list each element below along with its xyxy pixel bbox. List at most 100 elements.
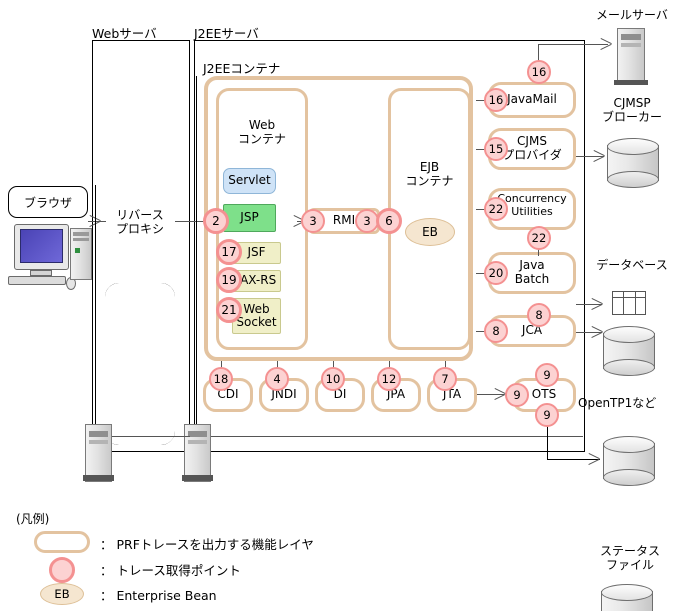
- trace-point-ots-bottom[interactable]: 9: [535, 403, 559, 427]
- mail-server-base: [614, 80, 648, 85]
- database-table-glyph: [612, 291, 646, 315]
- j2ee-server-tower-slot2: [188, 440, 207, 444]
- browser-tower-led: [75, 248, 80, 253]
- stub-jta: [445, 361, 447, 371]
- trace-point-cjms-left[interactable]: 15: [484, 137, 508, 161]
- arrow-to-cjmsp-broker: [594, 150, 605, 162]
- database-table-linerow: [612, 297, 646, 298]
- trace-point-web-socket[interactable]: 21: [216, 297, 242, 323]
- label-j2ee-container: J2EEコンテナ: [203, 61, 281, 76]
- web-server-tower-slot: [89, 431, 108, 437]
- line-jca-to-opentp1: [576, 332, 602, 334]
- line-web-server-backbone: [95, 185, 97, 435]
- trace-point-rmi-left[interactable]: 3: [301, 209, 325, 233]
- mail-server-slot2: [621, 43, 641, 47]
- trace-point-jca-left[interactable]: 8: [484, 319, 508, 343]
- trace-point-jsf[interactable]: 17: [216, 239, 242, 265]
- label-j2ee-server: J2EEサーバ: [194, 26, 259, 41]
- service-di-label: DI: [333, 387, 347, 401]
- service-jta-label: JTA: [442, 387, 462, 401]
- line-cjms-to-broker: [576, 156, 604, 158]
- line-j2ee-server-backbone: [196, 76, 198, 435]
- browser-tower-slot2: [73, 238, 89, 241]
- rmi-label: RMI: [332, 213, 356, 227]
- mail-server-slot: [621, 34, 641, 40]
- enterprise-bean: EB: [405, 218, 455, 246]
- browser-callout: ブラウザ: [8, 186, 88, 218]
- trace-point-jndi[interactable]: 4: [265, 367, 289, 391]
- trace-point-ots-left[interactable]: 9: [505, 383, 529, 407]
- stub-cdi: [221, 361, 223, 371]
- label-web-server: Webサーバ: [92, 26, 157, 41]
- j2ee-server-box: [194, 40, 585, 452]
- arrow-to-opentp1: [592, 326, 603, 338]
- component-jax-rs[interactable]: JAX-RS: [232, 270, 281, 292]
- line-jca-to-database: [576, 304, 602, 306]
- legend-trace-point-text: ： トレース取得ポイント: [100, 563, 241, 578]
- service-ots-label: OTS: [531, 387, 557, 401]
- trace-point-di[interactable]: 10: [321, 367, 345, 391]
- line-concurrency-to-batch: [538, 248, 540, 256]
- trace-point-ejb-entry[interactable]: 6: [376, 208, 402, 234]
- j2ee-server-tower-base: [182, 475, 213, 481]
- line-proxy-to-web-container: [175, 221, 207, 223]
- component-jsp[interactable]: JSP: [223, 204, 276, 232]
- trace-point-jca-top[interactable]: 8: [527, 303, 551, 327]
- browser-monitor-stand: [30, 270, 52, 276]
- legend-title: (凡例): [16, 512, 50, 526]
- service-cjms-label: CJMS プロバイダ: [502, 134, 562, 163]
- trace-point-ots-top[interactable]: 9: [535, 363, 559, 387]
- component-servlet[interactable]: Servlet: [223, 168, 276, 194]
- line-jta-to-ots: [477, 394, 504, 396]
- browser-keyboard-icon: [8, 276, 66, 285]
- line-javamail-right: [538, 44, 608, 46]
- legend-eb-icon: EB: [40, 583, 84, 605]
- external-status-file-label: ステータス ファイル: [599, 544, 660, 573]
- line-javamail-up: [538, 44, 540, 68]
- status-file-cylinder-icon: [601, 584, 653, 611]
- arrow-to-mail-server: [601, 38, 612, 50]
- legend-layer-icon: [34, 531, 90, 553]
- stub-cjms: [476, 149, 486, 151]
- database-cylinder-icon: [603, 326, 655, 376]
- cjmsp-broker-cylinder-icon: [607, 138, 659, 188]
- trace-point-concurrency-left[interactable]: 22: [484, 197, 508, 221]
- line-ots-to-status: [547, 459, 600, 461]
- arrow-to-database: [592, 298, 603, 310]
- service-cdi-label: CDI: [217, 387, 239, 401]
- reverse-proxy-box-upper: [105, 283, 175, 445]
- external-mail-server-label: メールサーバ: [596, 8, 668, 22]
- browser-screen: [20, 229, 63, 263]
- web-container-label: Web コンテナ: [237, 118, 286, 147]
- trace-point-jax-rs[interactable]: 19: [216, 267, 242, 293]
- stub-concurrency: [476, 209, 486, 211]
- line-tower1-right: [112, 436, 190, 438]
- reverse-proxy-label: リバース プロキシ: [115, 208, 164, 237]
- trace-point-jta[interactable]: 7: [433, 367, 457, 391]
- stub-jndi: [277, 361, 279, 371]
- trace-point-javamail-top[interactable]: 16: [527, 60, 551, 84]
- line-tower2-right: [211, 436, 583, 438]
- stub-java-batch: [476, 273, 486, 275]
- legend-layer-text: ： PRFトレースを出力する機能レイヤ: [100, 537, 314, 552]
- browser-tower-slot: [73, 232, 89, 236]
- external-database-label: データベース: [596, 258, 668, 272]
- trace-point-web-entry[interactable]: 2: [203, 208, 229, 234]
- stub-di: [333, 361, 335, 371]
- web-server-tower-slot2: [89, 440, 108, 444]
- trace-point-cdi[interactable]: 18: [209, 367, 233, 391]
- trace-point-javamail-left[interactable]: 16: [484, 88, 508, 112]
- trace-point-concurrency-bottom[interactable]: 22: [527, 226, 551, 250]
- stub-jpa: [389, 361, 391, 371]
- web-server-tower-base: [83, 475, 114, 481]
- service-javamail-label: JavaMail: [507, 92, 557, 106]
- ejb-container-label: EJB コンテナ: [405, 160, 454, 189]
- arrow-to-status-file: [589, 453, 600, 465]
- legend-trace-point-icon: [49, 557, 75, 583]
- external-opentp1-label: OpenTP1など: [578, 396, 657, 410]
- external-cjmsp-label: CJMSP ブローカー: [601, 96, 662, 125]
- trace-point-jpa[interactable]: 12: [377, 367, 401, 391]
- trace-point-java-batch-left[interactable]: 20: [484, 261, 508, 285]
- stub-javamail: [476, 100, 486, 102]
